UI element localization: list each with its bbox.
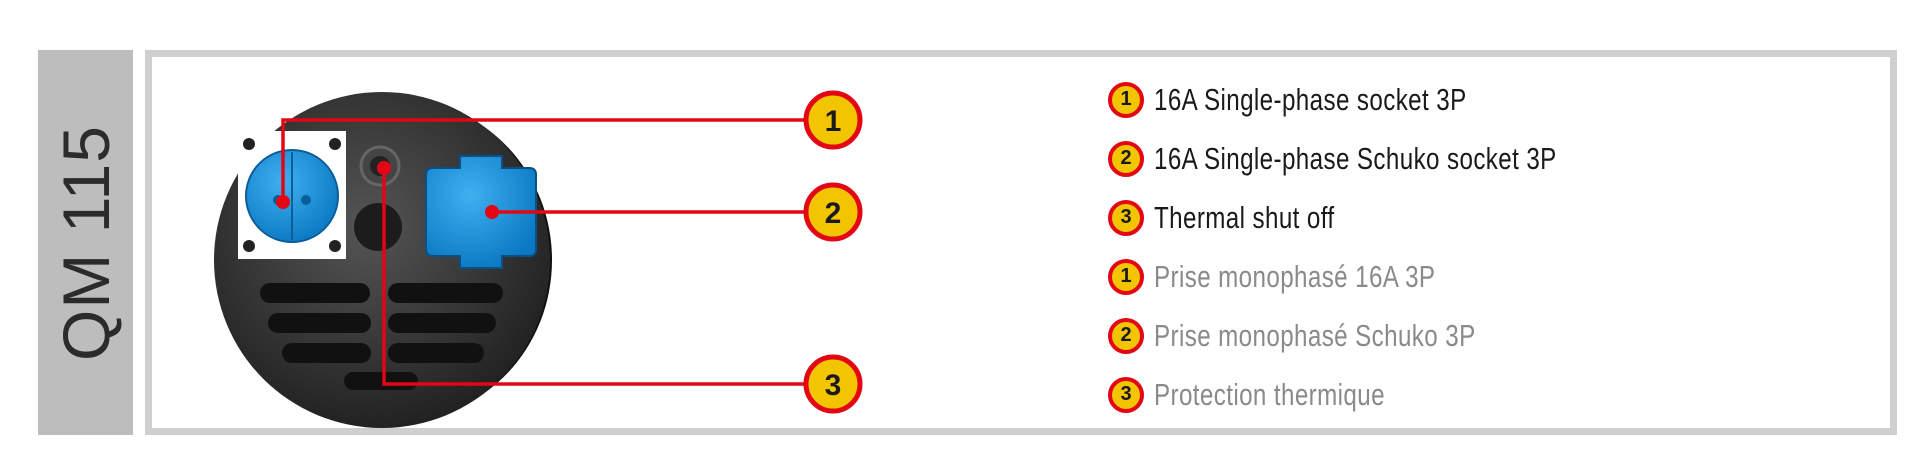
thermal-switch-icon xyxy=(354,145,402,251)
callout-badge-2: 2 xyxy=(803,182,863,242)
callout-badge-2-number: 2 xyxy=(825,197,842,230)
legend: 1 16A Single-phase socket 3P 2 16A Singl… xyxy=(1108,70,1670,424)
legend-text-fr: Protection thermique xyxy=(1154,376,1385,412)
vent-slots-icon xyxy=(260,283,503,390)
legend-item-fr-2: 2 Prise monophasé Schuko 3P xyxy=(1108,306,1670,365)
legend-text-en: 16A Single-phase socket 3P xyxy=(1154,81,1467,117)
legend-item-en-1: 1 16A Single-phase socket 3P xyxy=(1108,70,1670,129)
legend-badge: 1 xyxy=(1108,81,1144,118)
legend-item-fr-3: 3 Protection thermique xyxy=(1108,365,1670,424)
legend-badge: 2 xyxy=(1108,317,1144,354)
callout-badge-3-number: 3 xyxy=(825,369,842,402)
schuko-socket-icon xyxy=(425,155,537,269)
legend-text-fr: Prise monophasé 16A 3P xyxy=(1154,258,1436,294)
callout-badge-1-number: 1 xyxy=(825,105,842,138)
callout-badge-1: 1 xyxy=(803,90,863,150)
legend-item-fr-1: 1 Prise monophasé 16A 3P xyxy=(1108,247,1670,306)
leader-line-1 xyxy=(281,118,806,202)
legend-item-en-3: 3 Thermal shut off xyxy=(1108,188,1670,247)
legend-text-en: Thermal shut off xyxy=(1154,199,1335,235)
legend-text-fr: Prise monophasé Schuko 3P xyxy=(1154,317,1476,353)
legend-badge: 3 xyxy=(1108,199,1144,236)
legend-text-en: 16A Single-phase Schuko socket 3P xyxy=(1154,140,1557,176)
legend-badge: 2 xyxy=(1108,140,1144,177)
socket-3p-icon xyxy=(238,131,346,259)
callout-badge-3: 3 xyxy=(803,354,863,414)
leader-endpoints xyxy=(276,161,499,219)
legend-item-en-2: 2 16A Single-phase Schuko socket 3P xyxy=(1108,129,1670,188)
legend-badge: 1 xyxy=(1108,258,1144,295)
legend-badge: 3 xyxy=(1108,376,1144,413)
leader-line-3 xyxy=(382,168,806,386)
model-tab: QM 115 xyxy=(38,50,133,435)
leader-lines xyxy=(281,118,806,386)
